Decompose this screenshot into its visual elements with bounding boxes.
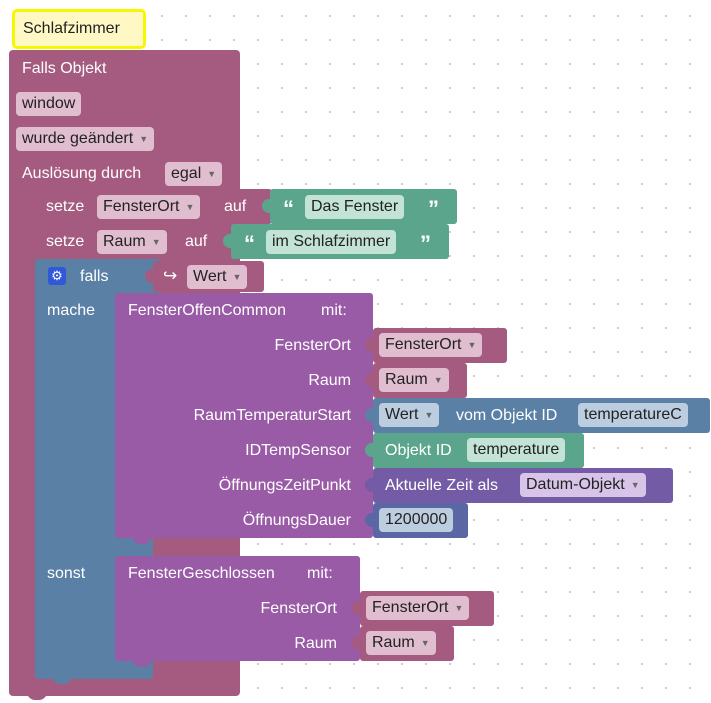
auf-label: auf [224, 198, 247, 215]
param-label-oeffnungsdauer: ÖffnungsDauer [242, 512, 351, 529]
dropdown-arrow-icon: ▼ [467, 340, 477, 350]
param-raum-dropdown[interactable]: Raum ▼ [366, 631, 436, 655]
gear-icon[interactable]: ⚙ [48, 267, 66, 285]
ausloesung-label: Auslösung durch [22, 165, 142, 182]
set2-var-dropdown[interactable]: Raum ▼ [97, 230, 167, 254]
param-label-raumtemperaturstart: RaumTemperaturStart [193, 407, 351, 424]
set2-var-value: Raum [103, 233, 146, 251]
quote-icon: “ [244, 231, 255, 256]
text-field-im-schlafzimmer[interactable]: im Schlafzimmer [266, 230, 397, 254]
set-label: setze [46, 233, 85, 250]
procedure-tab [133, 659, 151, 667]
set1-var-value: FensterOrt [103, 198, 180, 216]
mache-label: mache [47, 302, 96, 319]
dropdown-arrow-icon: ▼ [207, 169, 217, 179]
object-id-temperature-field[interactable]: temperature [467, 438, 566, 462]
number-field[interactable]: 1200000 [379, 508, 454, 532]
param-raum-value: Raum [385, 371, 428, 389]
param-label-raum: Raum [294, 635, 337, 652]
dropdown-arrow-icon: ▼ [232, 272, 242, 282]
comment-bubble[interactable]: Schlafzimmer [12, 9, 146, 49]
event-title: Falls Objekt [22, 60, 107, 77]
value-connector [365, 513, 373, 527]
value-connector [365, 338, 373, 352]
event-block-tab [27, 690, 47, 700]
param-fensterort-dropdown[interactable]: FensterOrt ▼ [379, 333, 483, 357]
object-id-temperaturec-field[interactable]: temperatureC [578, 403, 688, 427]
object-id-value: window [22, 95, 76, 112]
if-block-tab [53, 676, 71, 684]
date-format-dropdown[interactable]: Datum-Objekt ▼ [520, 473, 646, 497]
param-label-fensterort: FensterOrt [274, 337, 351, 354]
param-label-raum: Raum [308, 372, 351, 389]
cond-var-dropdown[interactable]: Wert ▼ [187, 265, 248, 289]
value-connector [352, 601, 360, 615]
ausloesung-dropdown[interactable]: egal ▼ [165, 162, 223, 186]
param-fensterort-value: FensterOrt [385, 336, 462, 354]
get-value-dropdown[interactable]: Wert ▼ [379, 403, 440, 427]
text-value: Das Fenster [311, 198, 399, 215]
value-connector [145, 269, 153, 283]
trigger-value: wurde geändert [22, 130, 134, 148]
text-value: im Schlafzimmer [272, 233, 391, 250]
object-id-temperature-value: temperature [473, 441, 560, 458]
quote-icon: “ [283, 196, 294, 221]
param-label-idtempsensor: IDTempSensor [245, 442, 351, 459]
procedure-call-fenster-geschlossen[interactable] [115, 556, 360, 661]
dropdown-arrow-icon: ▼ [433, 375, 443, 385]
value-connector [365, 478, 373, 492]
value-connector [365, 443, 373, 457]
procedure-call-fenster-offen[interactable] [115, 293, 373, 538]
param-label-oeffnungszeitpunkt: ÖffnungsZeitPunkt [218, 477, 351, 494]
falls-label: falls [80, 268, 109, 285]
param-label-fensterort: FensterOrt [260, 600, 337, 617]
sonst-label: sonst [47, 565, 86, 582]
quote-icon: ” [428, 196, 439, 221]
ausloesung-value: egal [171, 165, 202, 183]
aktuelle-zeit-label: Aktuelle Zeit als [385, 477, 498, 494]
trigger-dropdown[interactable]: wurde geändert ▼ [16, 127, 155, 151]
get-value-dd-value: Wert [385, 406, 419, 424]
object-id-field[interactable]: window [16, 92, 82, 116]
vom-objekt-id-label: vom Objekt ID [456, 407, 558, 424]
value-connector [365, 408, 373, 422]
dropdown-arrow-icon: ▼ [151, 237, 161, 247]
set1-var-dropdown[interactable]: FensterOrt ▼ [97, 195, 201, 219]
set-label: setze [46, 198, 85, 215]
param-fensterort-value: FensterOrt [372, 599, 449, 617]
dropdown-arrow-icon: ▼ [424, 410, 434, 420]
date-format-value: Datum-Objekt [526, 476, 625, 494]
cond-var-value: Wert [193, 268, 227, 286]
procedure-name: FensterOffenCommon [128, 302, 286, 319]
dropdown-arrow-icon: ▼ [420, 638, 430, 648]
object-id-temperaturec-value: temperatureC [584, 406, 682, 423]
param-raum-value: Raum [372, 634, 415, 652]
param-raum-dropdown[interactable]: Raum ▼ [379, 368, 449, 392]
return-arrow-icon: ↪ [163, 266, 178, 285]
param-fensterort-dropdown[interactable]: FensterOrt ▼ [366, 596, 470, 620]
dropdown-arrow-icon: ▼ [185, 202, 195, 212]
dropdown-arrow-icon: ▼ [630, 480, 640, 490]
auf-label: auf [185, 233, 208, 250]
value-connector [352, 636, 360, 650]
quote-icon: ” [420, 231, 431, 256]
text-field-das-fenster[interactable]: Das Fenster [305, 195, 405, 219]
procedure-mit: mit: [307, 565, 333, 582]
text-connector [223, 234, 231, 248]
procedure-tab [133, 536, 151, 544]
dropdown-arrow-icon: ▼ [454, 603, 464, 613]
objekt-id-label: Objekt ID [385, 442, 452, 459]
procedure-name: FensterGeschlossen [128, 565, 275, 582]
number-value: 1200000 [385, 511, 448, 528]
value-connector [365, 373, 373, 387]
procedure-mit: mit: [321, 302, 347, 319]
dropdown-arrow-icon: ▼ [139, 134, 149, 144]
text-connector [262, 199, 270, 213]
